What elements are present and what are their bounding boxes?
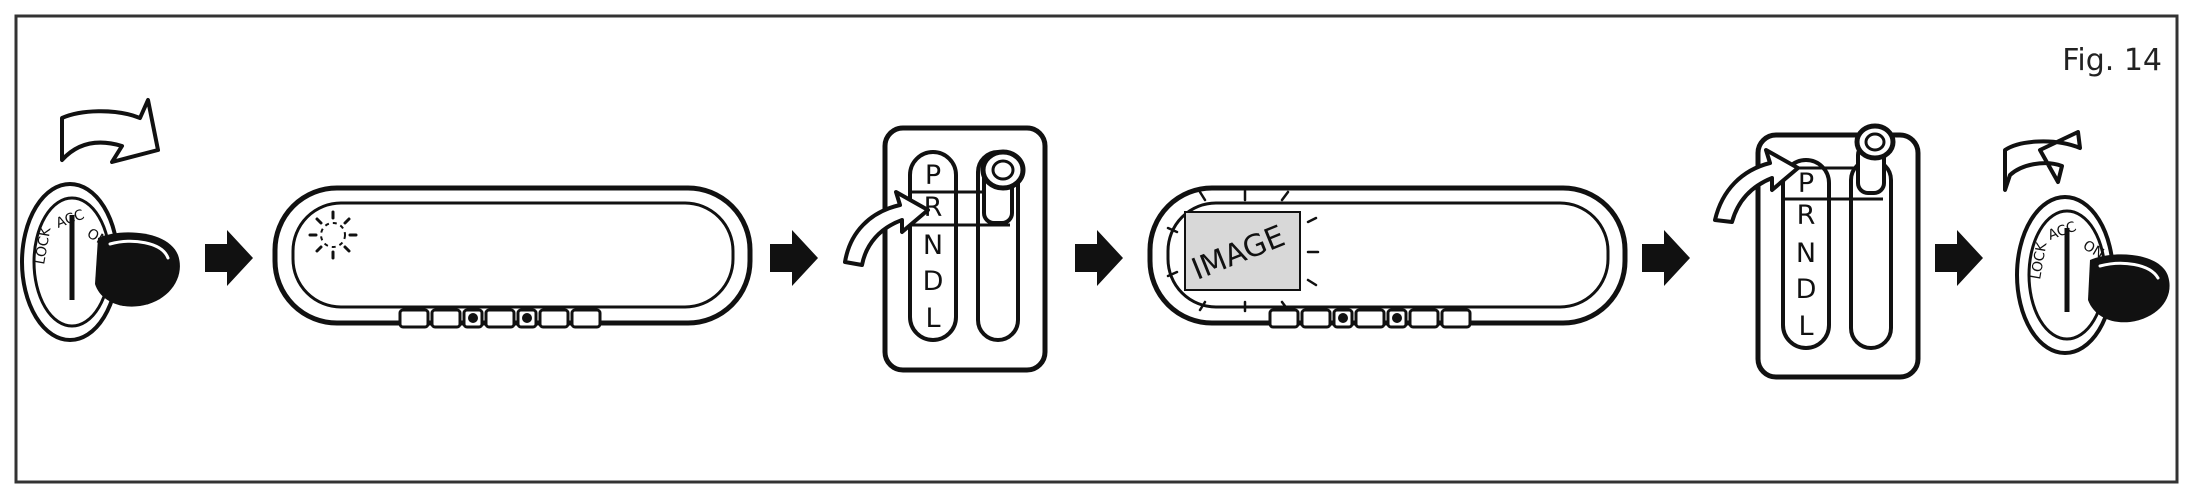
svg-text:LOCK: LOCK bbox=[2028, 240, 2050, 280]
step-arrow-2 bbox=[770, 230, 818, 286]
shift-lever-reverse-to-park-icon: P R N D L bbox=[1713, 123, 1921, 380]
mirror-indicator-blinking-icon bbox=[272, 185, 753, 329]
step-arrow-3 bbox=[1075, 230, 1123, 286]
ignition-key-turn-off-icon: ACC LOCK ON bbox=[2003, 130, 2170, 355]
gear-letter-n: N bbox=[1796, 238, 1816, 269]
mirror-image-displayed-icon: IMAGE bbox=[1147, 185, 1628, 329]
gear-letter-p: P bbox=[925, 160, 941, 191]
step-arrow-1 bbox=[205, 230, 253, 286]
shift-lever-park-to-reverse-icon: P R N D L bbox=[843, 125, 1048, 373]
gear-letter-r: R bbox=[924, 192, 943, 223]
step-arrow-5 bbox=[1935, 230, 1983, 286]
gear-letter-p: P bbox=[1798, 168, 1814, 199]
step-arrow-4 bbox=[1642, 230, 1690, 286]
gear-letter-n: N bbox=[923, 230, 943, 261]
gear-letter-l: L bbox=[925, 303, 940, 334]
svg-text:LOCK: LOCK bbox=[32, 225, 54, 265]
gear-letter-d: D bbox=[923, 266, 944, 297]
ignition-key-turn-on-icon: ACC LOCK ON bbox=[20, 98, 180, 342]
gear-letter-d: D bbox=[1796, 274, 1817, 305]
gear-letter-r: R bbox=[1797, 200, 1816, 231]
figure-label: Fig. 14 bbox=[2062, 43, 2162, 78]
gear-letter-l: L bbox=[1798, 311, 1813, 342]
figure-frame bbox=[14, 14, 2179, 484]
